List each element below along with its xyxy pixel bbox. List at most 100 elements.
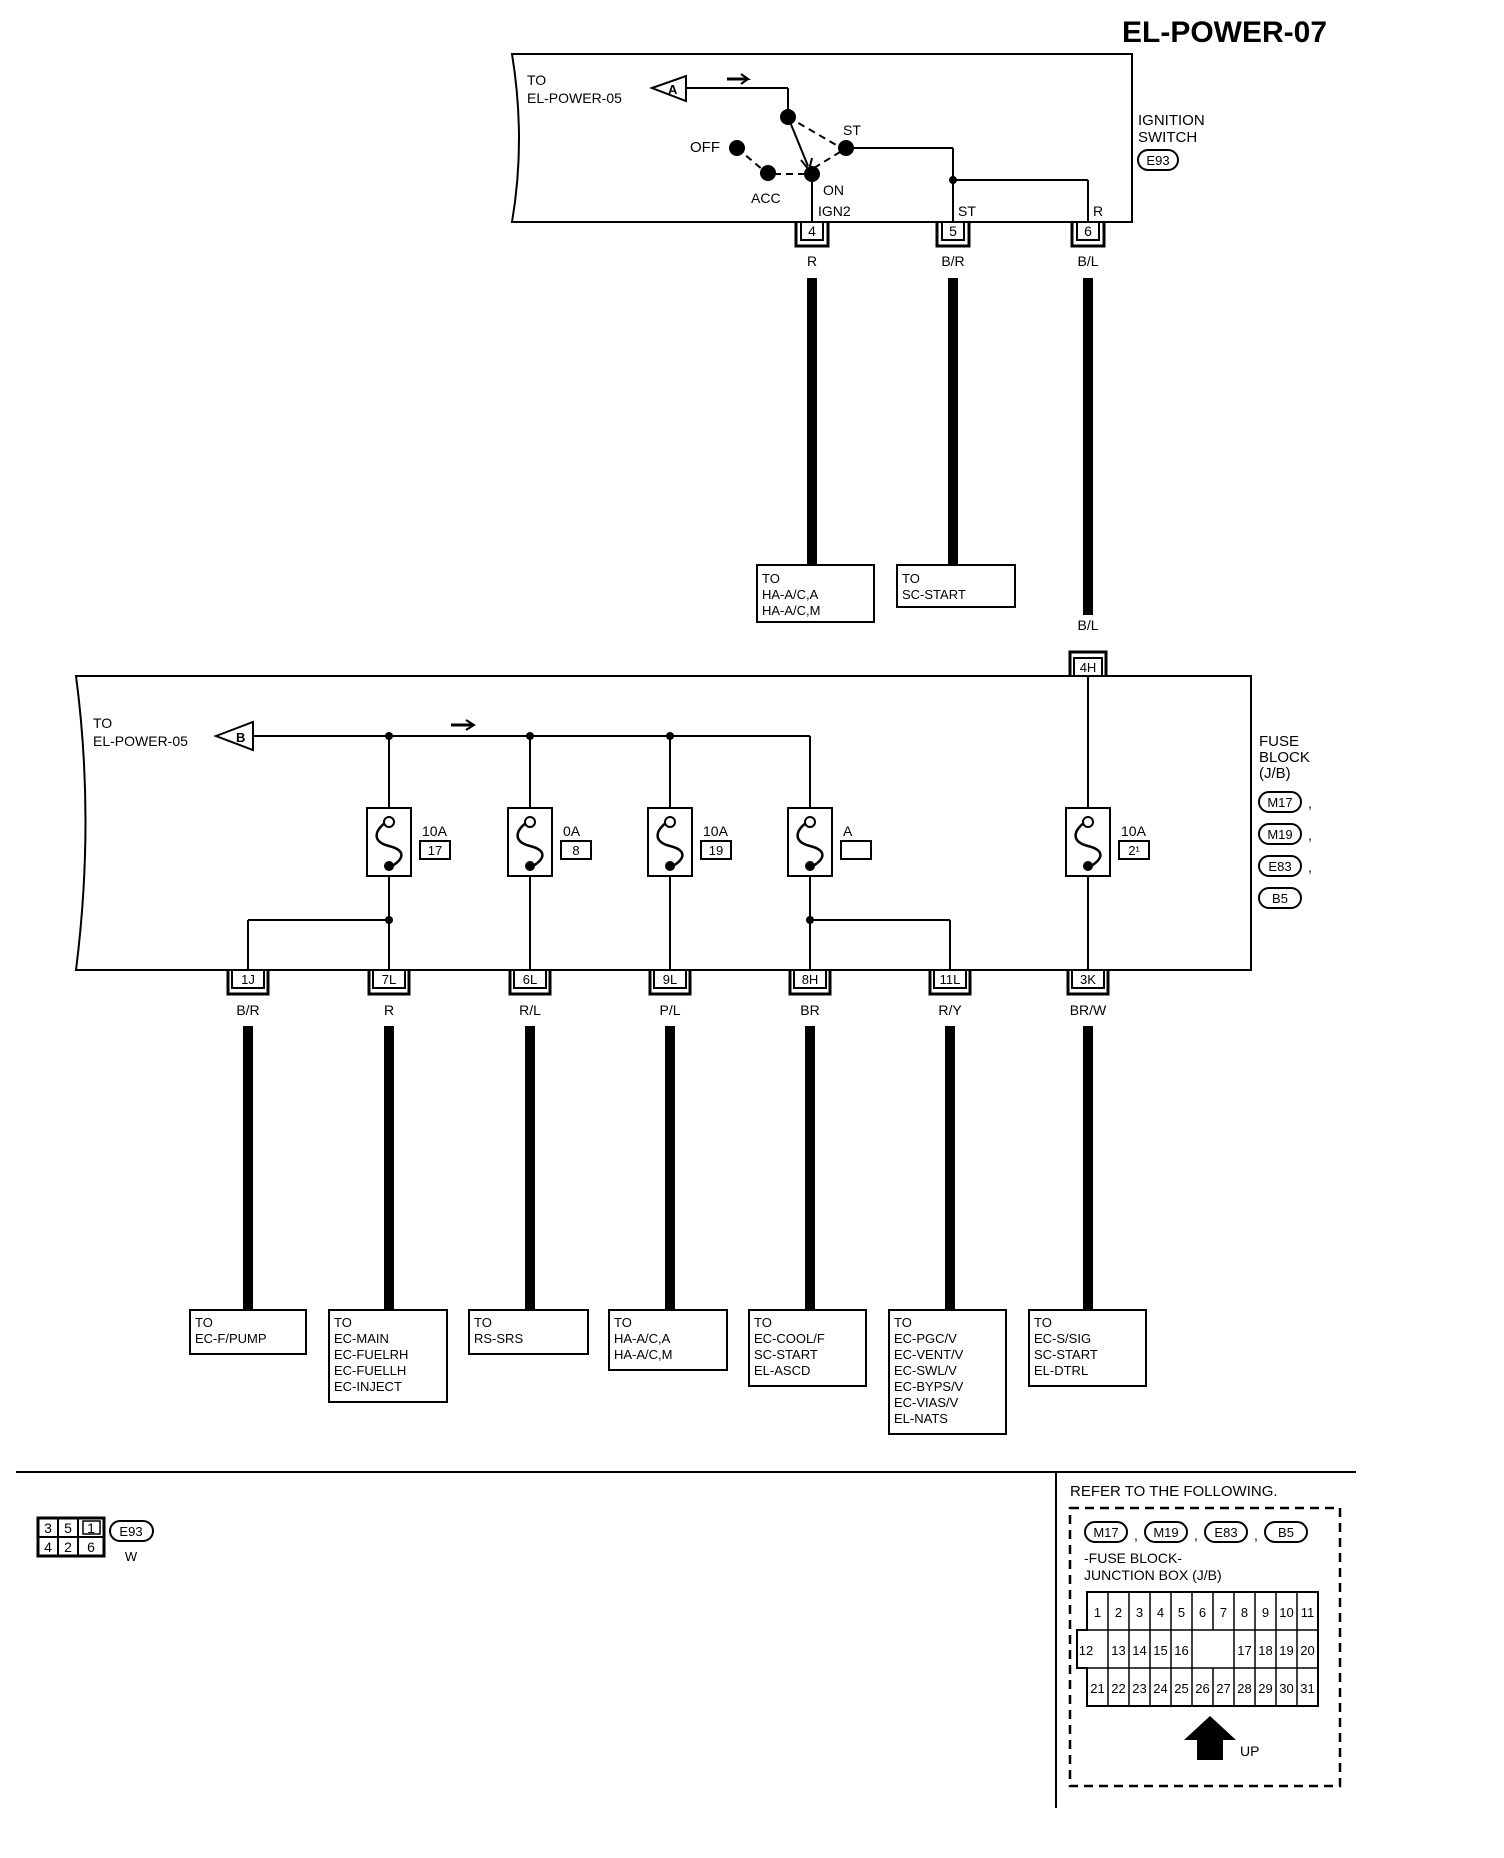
dest-line: TO (474, 1315, 492, 1330)
cavity-3: 3 (44, 1520, 52, 1536)
fuse-block: 4H TO EL-POWER-05 B FUSE BLOCK (J/B) (74, 650, 1312, 971)
pin-label: 6L (523, 972, 537, 987)
ignition-ref-target: EL-POWER-05 (527, 90, 622, 106)
dest-line: EL-NATS (894, 1411, 948, 1426)
dest-line: SC-START (902, 587, 966, 602)
dest-line: EL-DTRL (1034, 1363, 1088, 1378)
switch-position-off: OFF (690, 139, 720, 156)
dest-line: TO (894, 1315, 912, 1330)
dest-line: EC-FUELRH (334, 1347, 408, 1362)
terminal-label-r: R (1093, 203, 1103, 219)
pin-label: 7L (382, 972, 396, 987)
ignition-terminal-6: 6 B/L B/L (1070, 221, 1106, 633)
ref-separator: , (1254, 1527, 1258, 1543)
dest-line: EC-INJECT (334, 1379, 402, 1394)
page-title: EL-POWER-07 (1122, 16, 1327, 49)
pin-label: 4 (808, 223, 816, 239)
cavity-5: 5 (64, 1520, 72, 1536)
connector-separator: , (1308, 795, 1312, 811)
dest-line: TO (1034, 1315, 1052, 1330)
dest-line: HA-A/C,A (762, 587, 819, 602)
cavity-number: 21 (1090, 1681, 1104, 1696)
connector-separator: , (1308, 859, 1312, 875)
ref-separator: , (1194, 1527, 1198, 1543)
ref-connector-id: E83 (1214, 1525, 1237, 1540)
dest-line: EC-BYPS/V (894, 1379, 964, 1394)
wire-color: BR (800, 1002, 819, 1018)
cavity-number: 10 (1279, 1605, 1293, 1620)
ignition-switch: TO EL-POWER-05 A OFF ACC ON ST IGN2 ST R… (510, 53, 1205, 223)
ignition-switch-outline (510, 53, 1133, 223)
ignition-connector-id: E93 (1146, 153, 1169, 168)
cavity-number: 6 (1199, 1605, 1206, 1620)
ref-separator: , (1134, 1527, 1138, 1543)
fuse-input-pin: 4H (1080, 660, 1097, 675)
wire-color: R (807, 253, 817, 269)
cavity-number: 28 (1237, 1681, 1251, 1696)
switch-position-acc: ACC (751, 190, 781, 206)
fuse-connector-id: M17 (1267, 795, 1292, 810)
ref-letter-b: B (236, 730, 245, 745)
fuse-icon (1074, 821, 1102, 868)
cavity-number: 27 (1216, 1681, 1230, 1696)
dest-line: SC-START (754, 1347, 818, 1362)
pin-label: 1J (241, 972, 255, 987)
dest-line: TO (195, 1315, 213, 1330)
cavity-number: 29 (1258, 1681, 1272, 1696)
pin-label: 11L (940, 972, 961, 987)
fuse-input-wire: B/L (1077, 617, 1098, 633)
ignition-ref-to: TO (527, 72, 546, 88)
fuse-number: 19 (709, 843, 723, 858)
dest-line: EC-MAIN (334, 1331, 389, 1346)
reference-heading: REFER TO THE FOLLOWING. (1070, 1483, 1278, 1500)
dest-line: EC-SWL/V (894, 1363, 957, 1378)
ignition-terminal-5: 5 B/R (935, 221, 971, 578)
cavity-number: 15 (1153, 1643, 1167, 1658)
dest-line: EC-FUELLH (334, 1363, 406, 1378)
fuse-number: 17 (428, 843, 442, 858)
cavity-number: 19 (1279, 1643, 1293, 1658)
dest-box-ign-4: TO HA-A/C,A HA-A/C,M (756, 564, 875, 623)
up-label: UP (1240, 1743, 1259, 1759)
wire-color: P/L (659, 1002, 680, 1018)
dest-line: HA-A/C,A (614, 1331, 671, 1346)
fuse-output-connector: 11LR/YTOEC-PGC/VEC-VENT/VEC-SWL/VEC-BYPS… (888, 969, 1007, 1435)
dest-line: TO (762, 571, 780, 586)
ref-connector-id: M17 (1093, 1525, 1118, 1540)
wire-color: R/L (519, 1002, 541, 1018)
pin-label: 6 (1084, 223, 1092, 239)
cavity-number: 2 (1115, 1605, 1122, 1620)
connector-view-e93: 3 5 1 4 2 6 E93 W (36, 1516, 154, 1564)
pin-label: 5 (949, 223, 957, 239)
fuse-icon (796, 821, 824, 868)
switch-position-on: ON (823, 182, 844, 198)
pin-label: 8H (802, 972, 819, 987)
fuse-connector-id: B5 (1272, 891, 1288, 906)
dest-box-ign-5: TO SC-START (896, 564, 1016, 608)
fuse-number-box (700, 840, 732, 860)
fuse-number: 8 (572, 843, 579, 858)
fuse-block-outline (74, 675, 1252, 971)
wire-color: B/R (941, 253, 964, 269)
fuse-amperage: 10A (422, 823, 448, 839)
wire-color: R (384, 1002, 394, 1018)
cavity-number: 1 (1094, 1605, 1101, 1620)
connector-badge-e93 (1137, 149, 1179, 171)
cavity-number: 14 (1132, 1643, 1146, 1658)
cavity-1: 1 (87, 1520, 95, 1536)
fuse-icon (375, 821, 403, 868)
dest-line: EL-ASCD (754, 1363, 810, 1378)
cavity-number: 23 (1132, 1681, 1146, 1696)
ref-title-1: -FUSE BLOCK- (1084, 1550, 1182, 1566)
fuse-block-name-2: BLOCK (1259, 749, 1310, 766)
dest-line: EC-COOL/F (754, 1331, 825, 1346)
fuse-number: 2¹ (1128, 843, 1140, 858)
cavity-number: 12 (1079, 1643, 1093, 1658)
dest-line: EC-VENT/V (894, 1347, 964, 1362)
